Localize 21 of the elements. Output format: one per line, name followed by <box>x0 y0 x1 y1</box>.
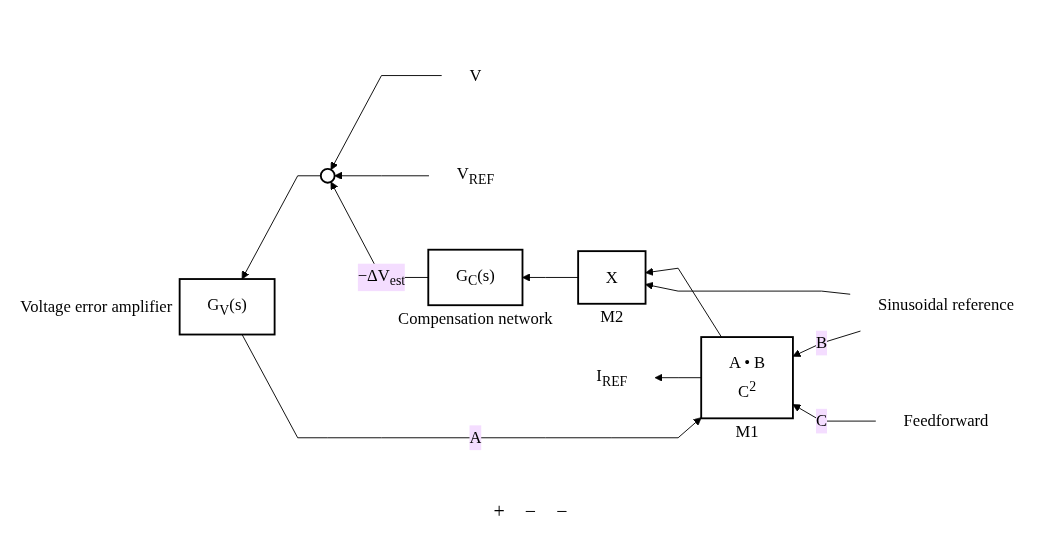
block-caption: Compensation network <box>397 308 553 328</box>
node-box: G$_{V}$(s) <box>178 278 276 336</box>
block-caption: M2 <box>599 307 623 327</box>
block-caption: M1 <box>735 422 759 442</box>
node-text: V$_{REF}$ <box>456 164 494 187</box>
node-box: X <box>576 250 646 305</box>
block-caption: Voltage error amplifier <box>19 297 172 317</box>
node-text: I$_{REF}$ <box>595 366 627 389</box>
node-text: Sinusoidal reference <box>877 295 1014 314</box>
node-box: G$_{C}$(s) <box>426 249 523 307</box>
sign-label: − <box>556 500 568 523</box>
edge-label: −ΔV$_{est}$ <box>357 266 405 289</box>
node-circle <box>319 168 336 184</box>
sign-label: + <box>493 500 505 523</box>
node-text: Feedforward <box>903 411 988 431</box>
edge-label: A <box>468 428 481 447</box>
node-text: V <box>468 66 481 85</box>
node-box: A • B C$^{2}$ <box>699 336 794 420</box>
edge-label: C <box>815 411 827 431</box>
sign-label: − <box>524 500 537 523</box>
edge-label: B <box>815 333 827 353</box>
